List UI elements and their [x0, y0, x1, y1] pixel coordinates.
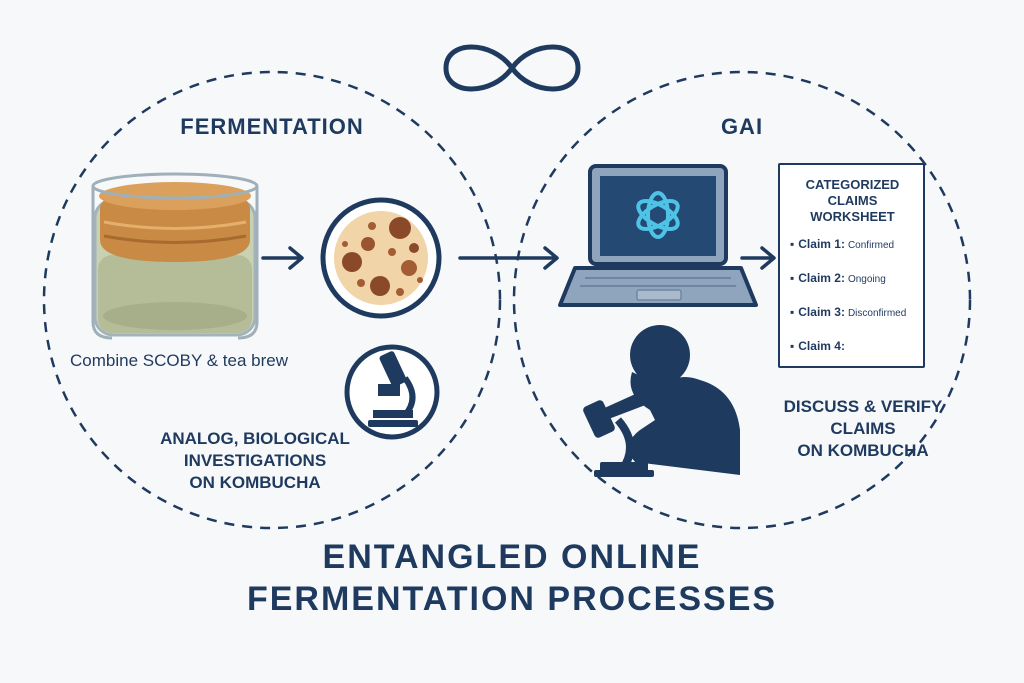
- gai-circle: [512, 70, 972, 530]
- worksheet-title: CATEGORIZED CLAIMS WORKSHEET: [805, 177, 900, 224]
- claim-label: Claim 2:: [798, 271, 845, 285]
- worksheet-claim: ▪Claim 3:Disconfirmed: [790, 305, 907, 319]
- discuss-caption-line: ON KOMBUCHA: [797, 441, 929, 460]
- analog-caption-line: ANALOG, BIOLOGICAL: [160, 429, 350, 448]
- laptop-icon: [558, 164, 758, 307]
- claim-label: Claim 1:: [798, 237, 845, 251]
- main-title: ENTANGLED ONLINE FERMENTATION PROCESSES: [180, 536, 844, 620]
- researcher-microscope-icon: [583, 325, 740, 477]
- worksheet-claim: ▪Claim 2:Ongoing: [790, 271, 886, 285]
- worksheet-claim: ▪Claim 1:Confirmed: [790, 237, 895, 251]
- claim-status: Confirmed: [847, 240, 895, 251]
- gai-heading: GAI: [720, 114, 764, 139]
- discuss-caption-line: CLAIMS: [830, 419, 896, 438]
- main-title-line: FERMENTATION PROCESSES: [246, 580, 778, 618]
- fermentation-heading: FERMENTATION: [180, 114, 364, 139]
- main-title-line: ENTANGLED ONLINE: [322, 538, 702, 576]
- claim-status: Ongoing: [847, 274, 886, 285]
- claim-label: Claim 3:: [798, 305, 845, 319]
- combine-caption: Combine SCOBY & tea brew: [70, 351, 288, 370]
- arrow-right-icon: [261, 246, 304, 270]
- openai-logo-icon: [636, 191, 680, 239]
- discuss-caption-line: DISCUSS & VERIFY: [783, 397, 943, 416]
- claim-status: Disconfirmed: [847, 308, 907, 319]
- jar-icon: [91, 172, 259, 340]
- petri-dish-icon: [320, 197, 442, 319]
- analog-caption: ANALOG, BIOLOGICAL INVESTIGATIONS ON KOM…: [138, 428, 372, 494]
- analog-caption-line: ON KOMBUCHA: [189, 473, 321, 492]
- worksheet-claim: ▪Claim 4:: [790, 339, 845, 353]
- arrow-right-icon: [740, 246, 776, 270]
- arrow-right-icon: [458, 246, 559, 270]
- discuss-caption: DISCUSS & VERIFY CLAIMS ON KOMBUCHA: [752, 396, 974, 462]
- fermentation-circle: [42, 70, 502, 530]
- claim-label: Claim 4:: [798, 339, 845, 353]
- infinity-icon: [443, 44, 581, 92]
- claims-worksheet: CATEGORIZED CLAIMS WORKSHEET ▪Claim 1:Co…: [778, 163, 925, 368]
- analog-caption-line: INVESTIGATIONS: [183, 451, 327, 470]
- microscope-icon: [344, 344, 440, 440]
